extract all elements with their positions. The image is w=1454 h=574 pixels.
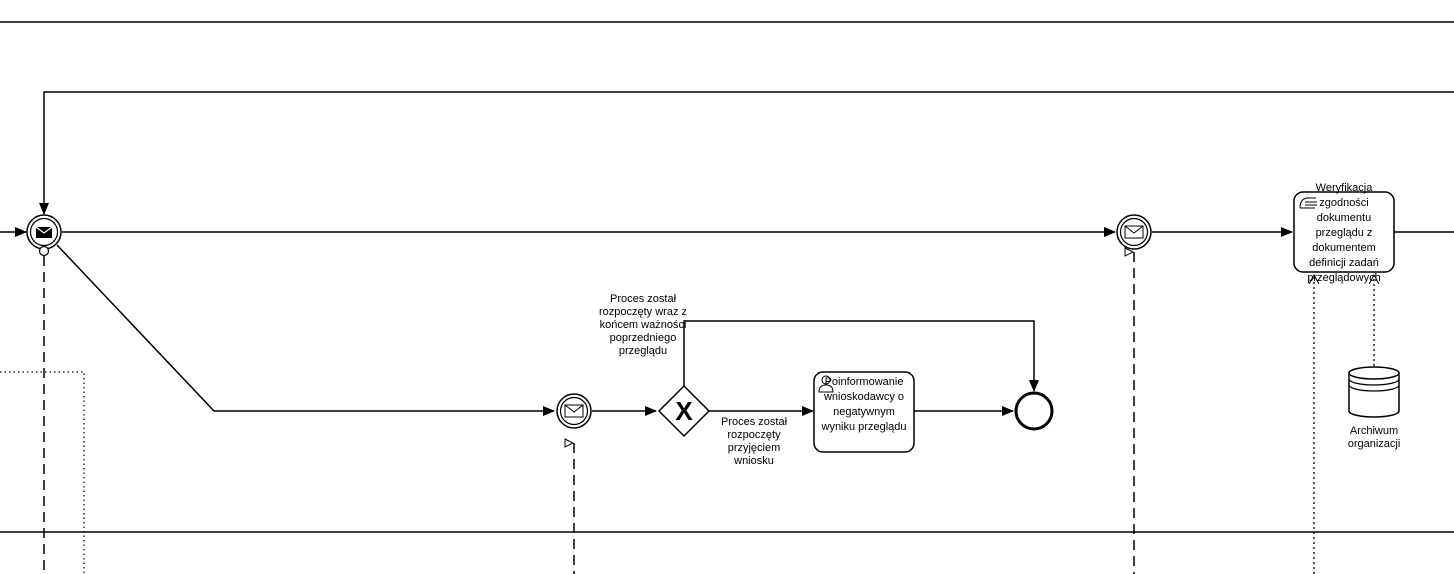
- data-store-label: Archiwum organizacji: [1347, 425, 1401, 450]
- envelope-icon: [564, 404, 584, 418]
- intermediate-message-event-catch-1[interactable]: [556, 393, 592, 429]
- intermediate-message-event-catch-2[interactable]: [1116, 214, 1152, 250]
- user-task-inform[interactable]: [813, 371, 915, 453]
- user-icon: [818, 375, 834, 393]
- manual-hand-icon: [1299, 197, 1317, 209]
- gateway-flow-label-top: Proces został rozpoczęty wraz z końcem w…: [598, 293, 688, 357]
- end-event[interactable]: [1014, 391, 1054, 431]
- user-task-inform-label: Poinformowanie wnioskodawcy o negatywnym…: [821, 376, 907, 433]
- envelope-filled-icon: [35, 226, 53, 238]
- sequence-flow-gateway-to-end[interactable]: [683, 320, 1039, 392]
- intermediate-message-event-throw[interactable]: [26, 214, 62, 257]
- envelope-icon: [1124, 225, 1144, 239]
- data-store[interactable]: [1348, 366, 1400, 418]
- sequence-flow-loop-back[interactable]: [39, 91, 1454, 215]
- sequence-flow-diagonal[interactable]: [56, 244, 555, 416]
- group-box: [0, 371, 85, 574]
- gateway-flow-label-right: Proces został rozpoczęty przyjęciem wnio…: [720, 416, 788, 467]
- message-flow-source-marker: [38, 245, 50, 257]
- manual-task-verify[interactable]: [1293, 191, 1395, 273]
- gateway-x-marker: X: [675, 396, 693, 426]
- exclusive-gateway[interactable]: X: [657, 384, 711, 438]
- manual-task-verify-label: Weryfikacja zgodności dokumentu przegląd…: [1307, 182, 1381, 284]
